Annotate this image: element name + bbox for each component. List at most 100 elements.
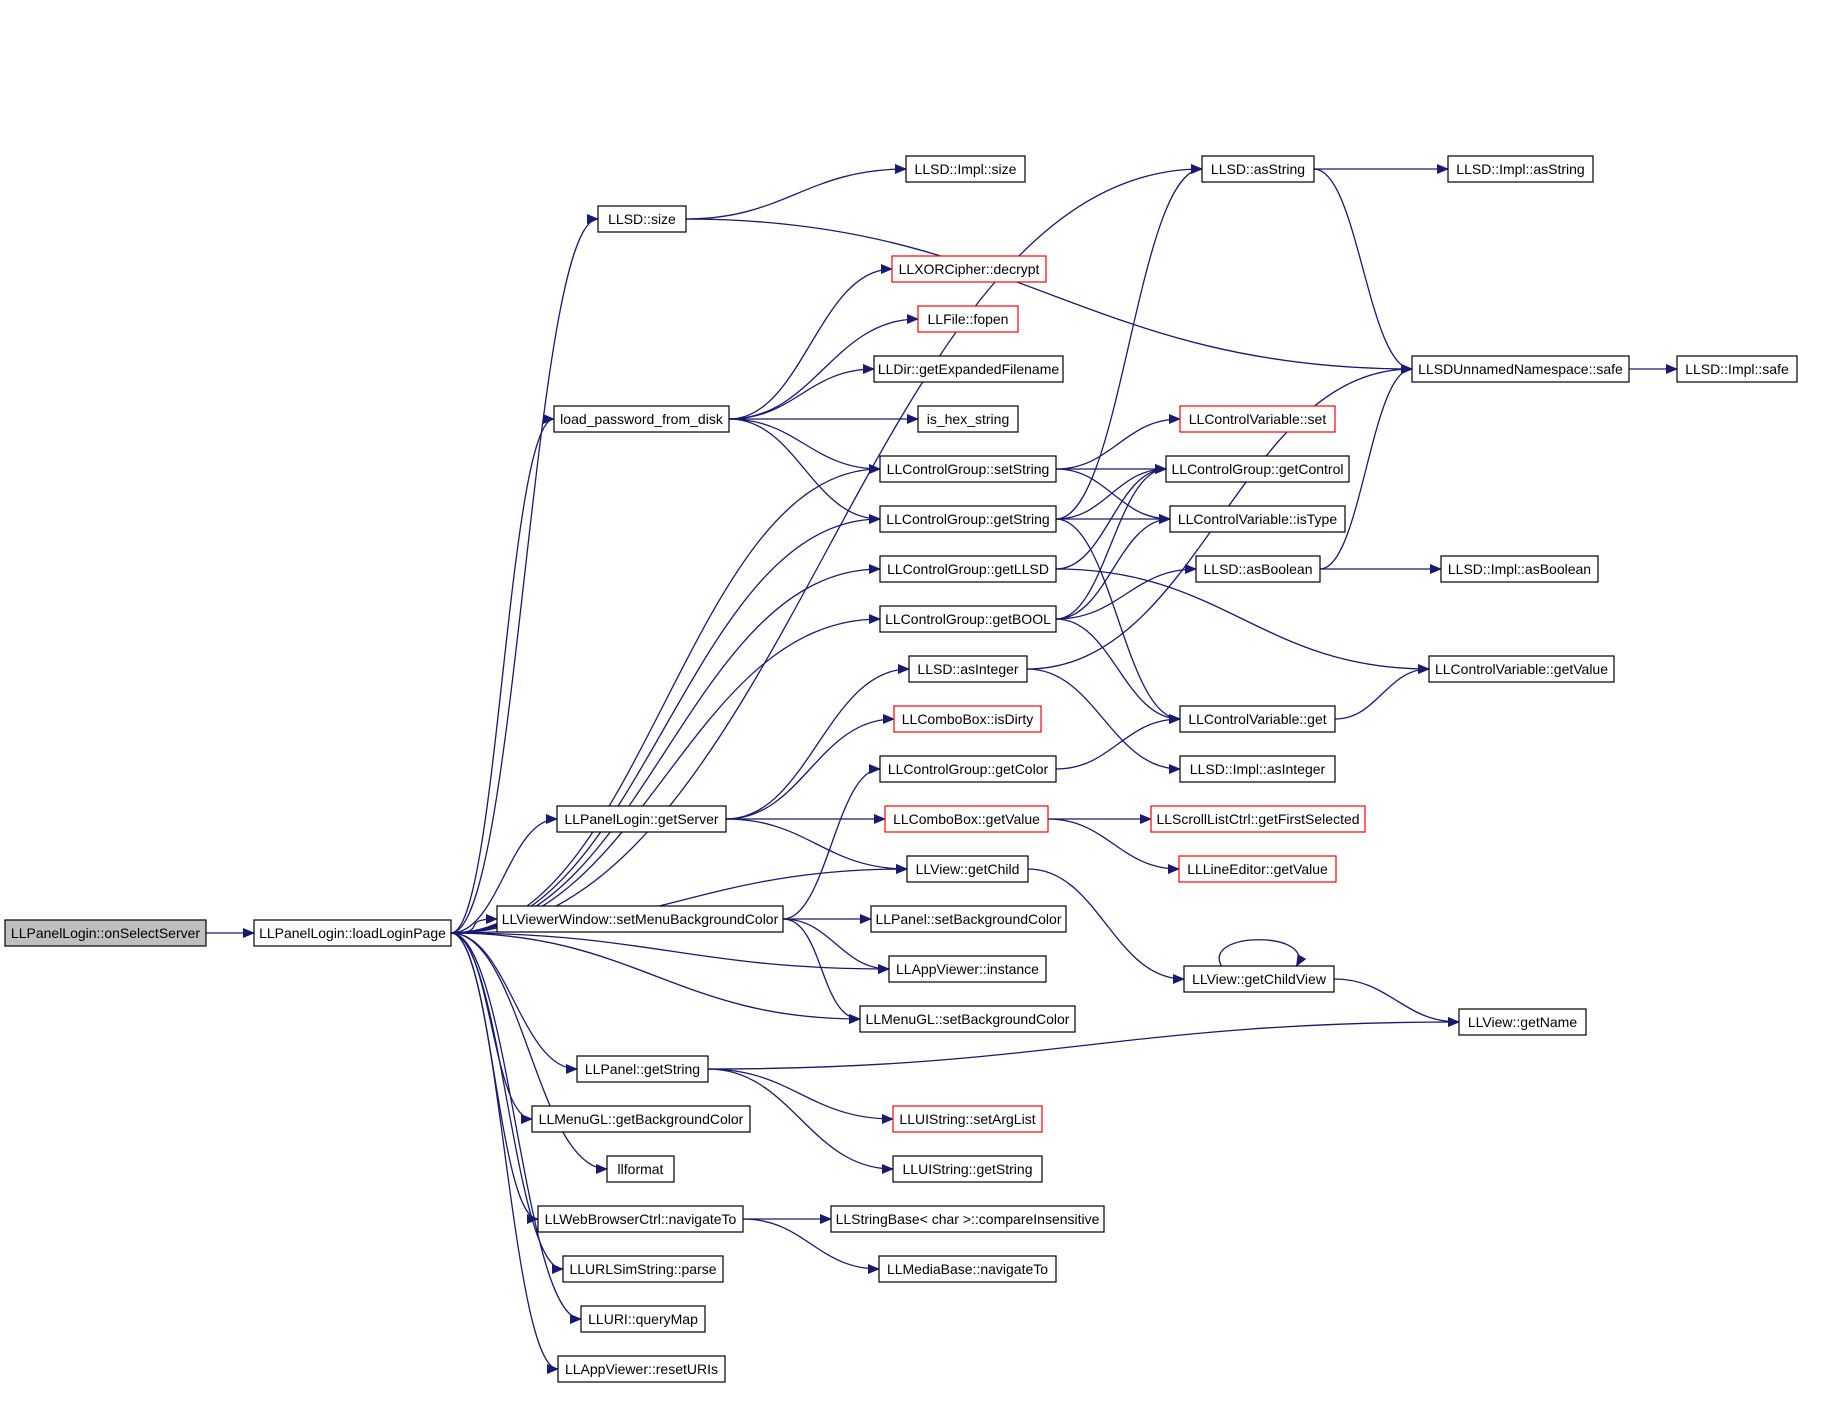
call-edge bbox=[725, 664, 910, 820]
node-label: LLAppViewer::resetURIs bbox=[565, 1361, 718, 1377]
node-box bbox=[253, 919, 452, 947]
graph-node[interactable]: LLSD::Impl::safe bbox=[1676, 355, 1798, 383]
node-box bbox=[1195, 555, 1321, 583]
graph-node[interactable]: LLControlVariable::get bbox=[1179, 705, 1336, 733]
node-label: LLComboBox::isDirty bbox=[902, 711, 1034, 727]
graph-node[interactable]: LLComboBox::isDirty bbox=[893, 705, 1042, 733]
graph-node[interactable]: LLSD::size bbox=[597, 205, 687, 233]
call-edge bbox=[450, 932, 861, 1024]
node-label: LLComboBox::getValue bbox=[893, 811, 1040, 827]
node-label: LLView::getChildView bbox=[1192, 971, 1327, 987]
graph-node[interactable]: LLFile::fopen bbox=[917, 305, 1019, 333]
call-edge bbox=[728, 418, 881, 474]
graph-node[interactable]: LLURI::queryMap bbox=[580, 1305, 706, 1333]
graph-node[interactable]: LLPanelLogin::loadLoginPage bbox=[253, 919, 452, 947]
node-label: LLUIString::getString bbox=[903, 1161, 1033, 1177]
call-edge bbox=[742, 1218, 880, 1274]
graph-node[interactable]: LLSD::Impl::asString bbox=[1447, 155, 1594, 183]
call-edge bbox=[450, 814, 558, 934]
node-box bbox=[1676, 355, 1798, 383]
graph-node[interactable]: LLScrollListCtrl::getFirstSelected bbox=[1150, 805, 1366, 833]
node-box bbox=[1169, 505, 1346, 533]
node-label: LLView::getName bbox=[1468, 1014, 1577, 1030]
call-edge bbox=[1055, 464, 1167, 620]
graph-node[interactable]: LLWebBrowserCtrl::navigateTo bbox=[537, 1205, 744, 1233]
call-edge bbox=[1055, 164, 1203, 520]
graph-node[interactable]: LLSD::Impl::asInteger bbox=[1179, 755, 1336, 783]
node-label: LLScrollListCtrl::getFirstSelected bbox=[1156, 811, 1359, 827]
graph-node[interactable]: LLControlGroup::getString bbox=[879, 505, 1057, 533]
graph-node[interactable]: LLPanel::getString bbox=[576, 1055, 709, 1083]
call-edge bbox=[1055, 564, 1197, 620]
node-label: load_password_from_disk bbox=[560, 411, 724, 427]
graph-node[interactable]: LLView::getChild bbox=[906, 855, 1029, 883]
graph-node[interactable]: LLViewerWindow::setMenuBackgroundColor bbox=[496, 905, 784, 933]
node-label: LLControlVariable::isType bbox=[1178, 511, 1337, 527]
graph-node[interactable]: is_hex_string bbox=[917, 405, 1019, 433]
graph-node[interactable]: llformat bbox=[606, 1155, 675, 1183]
graph-node[interactable]: LLControlGroup::setString bbox=[879, 455, 1057, 483]
graph-node[interactable]: LLControlVariable::set bbox=[1179, 405, 1336, 433]
graph-node[interactable]: LLAppViewer::resetURIs bbox=[557, 1355, 726, 1383]
graph-node[interactable]: LLSD::Impl::size bbox=[905, 155, 1026, 183]
graph-node[interactable]: LLControlGroup::getLLSD bbox=[879, 555, 1057, 583]
graph-node[interactable]: LLComboBox::getValue bbox=[884, 805, 1049, 833]
graph-node[interactable]: LLView::getName bbox=[1458, 1008, 1587, 1036]
graph-node[interactable]: LLStringBase< char >::compareInsensitive bbox=[830, 1205, 1105, 1233]
node-box bbox=[1440, 555, 1599, 583]
node-box bbox=[496, 905, 784, 933]
call-edge bbox=[1334, 664, 1430, 720]
graph-node[interactable]: LLMenuGL::setBackgroundColor bbox=[859, 1005, 1076, 1033]
graph-node[interactable]: LLPanelLogin::getServer bbox=[556, 805, 727, 833]
graph-node[interactable]: load_password_from_disk bbox=[553, 405, 730, 433]
node-label: LLSD::Impl::asBoolean bbox=[1448, 561, 1591, 577]
graph-node[interactable]: LLControlVariable::isType bbox=[1169, 505, 1346, 533]
call-edge bbox=[450, 932, 578, 1074]
graph-node[interactable]: LLSDUnnamedNamespace::safe bbox=[1411, 355, 1630, 383]
call-edge bbox=[728, 364, 875, 420]
graph-node[interactable]: LLControlGroup::getColor bbox=[879, 755, 1057, 783]
call-edge bbox=[685, 164, 907, 220]
graph-node[interactable]: LLAppViewer::instance bbox=[888, 955, 1047, 983]
node-label: LLSD::Impl::size bbox=[915, 161, 1017, 177]
graph-node[interactable]: LLSD::asBoolean bbox=[1195, 555, 1321, 583]
graph-node[interactable]: LLPanel::setBackgroundColor bbox=[870, 905, 1067, 933]
node-label: LLPanelLogin::loadLoginPage bbox=[259, 925, 446, 941]
call-edge bbox=[450, 164, 1203, 934]
call-edge bbox=[728, 418, 881, 524]
graph-node[interactable]: LLView::getChildView bbox=[1183, 965, 1335, 993]
graph-node[interactable]: LLSD::asString bbox=[1201, 155, 1315, 183]
call-edge bbox=[782, 918, 861, 1024]
graph-node[interactable]: LLControlGroup::getControl bbox=[1165, 455, 1350, 483]
node-label: LLXORCipher::decrypt bbox=[899, 261, 1040, 277]
node-box bbox=[917, 405, 1019, 433]
graph-node[interactable]: LLSD::Impl::asBoolean bbox=[1440, 555, 1599, 583]
graph-node[interactable]: LLUIString::setArgList bbox=[892, 1105, 1043, 1133]
graph-node[interactable]: LLMenuGL::getBackgroundColor bbox=[531, 1105, 751, 1133]
call-edge bbox=[1055, 464, 1167, 570]
graph-node[interactable]: LLControlVariable::getValue bbox=[1428, 655, 1615, 683]
node-box bbox=[1428, 655, 1615, 683]
node-label: LLControlGroup::getString bbox=[886, 511, 1049, 527]
graph-node[interactable]: LLControlGroup::getBOOL bbox=[879, 605, 1057, 633]
node-box bbox=[892, 1155, 1043, 1183]
node-box bbox=[556, 805, 727, 833]
node-box bbox=[908, 655, 1028, 683]
call-edge bbox=[725, 818, 908, 874]
call-edge bbox=[725, 714, 895, 820]
graph-node[interactable]: LLSD::asInteger bbox=[908, 655, 1028, 683]
node-box bbox=[884, 805, 1049, 833]
graph-node[interactable]: LLURLSimString::parse bbox=[562, 1255, 724, 1283]
node-box bbox=[879, 505, 1057, 533]
graph-node[interactable]: LLLineEditor::getValue bbox=[1178, 855, 1337, 883]
graph-node[interactable]: LLUIString::getString bbox=[892, 1155, 1043, 1183]
node-label: LLDir::getExpandedFilename bbox=[878, 361, 1060, 377]
node-box bbox=[1183, 965, 1335, 993]
graph-node[interactable]: LLMediaBase::navigateTo bbox=[878, 1255, 1057, 1283]
call-edge bbox=[707, 1068, 894, 1174]
graph-node[interactable]: LLXORCipher::decrypt bbox=[891, 255, 1047, 283]
graph-node[interactable]: LLDir::getExpandedFilename bbox=[873, 355, 1064, 383]
call-edge bbox=[1313, 168, 1413, 374]
node-box bbox=[879, 555, 1057, 583]
call-edge bbox=[450, 932, 582, 1324]
